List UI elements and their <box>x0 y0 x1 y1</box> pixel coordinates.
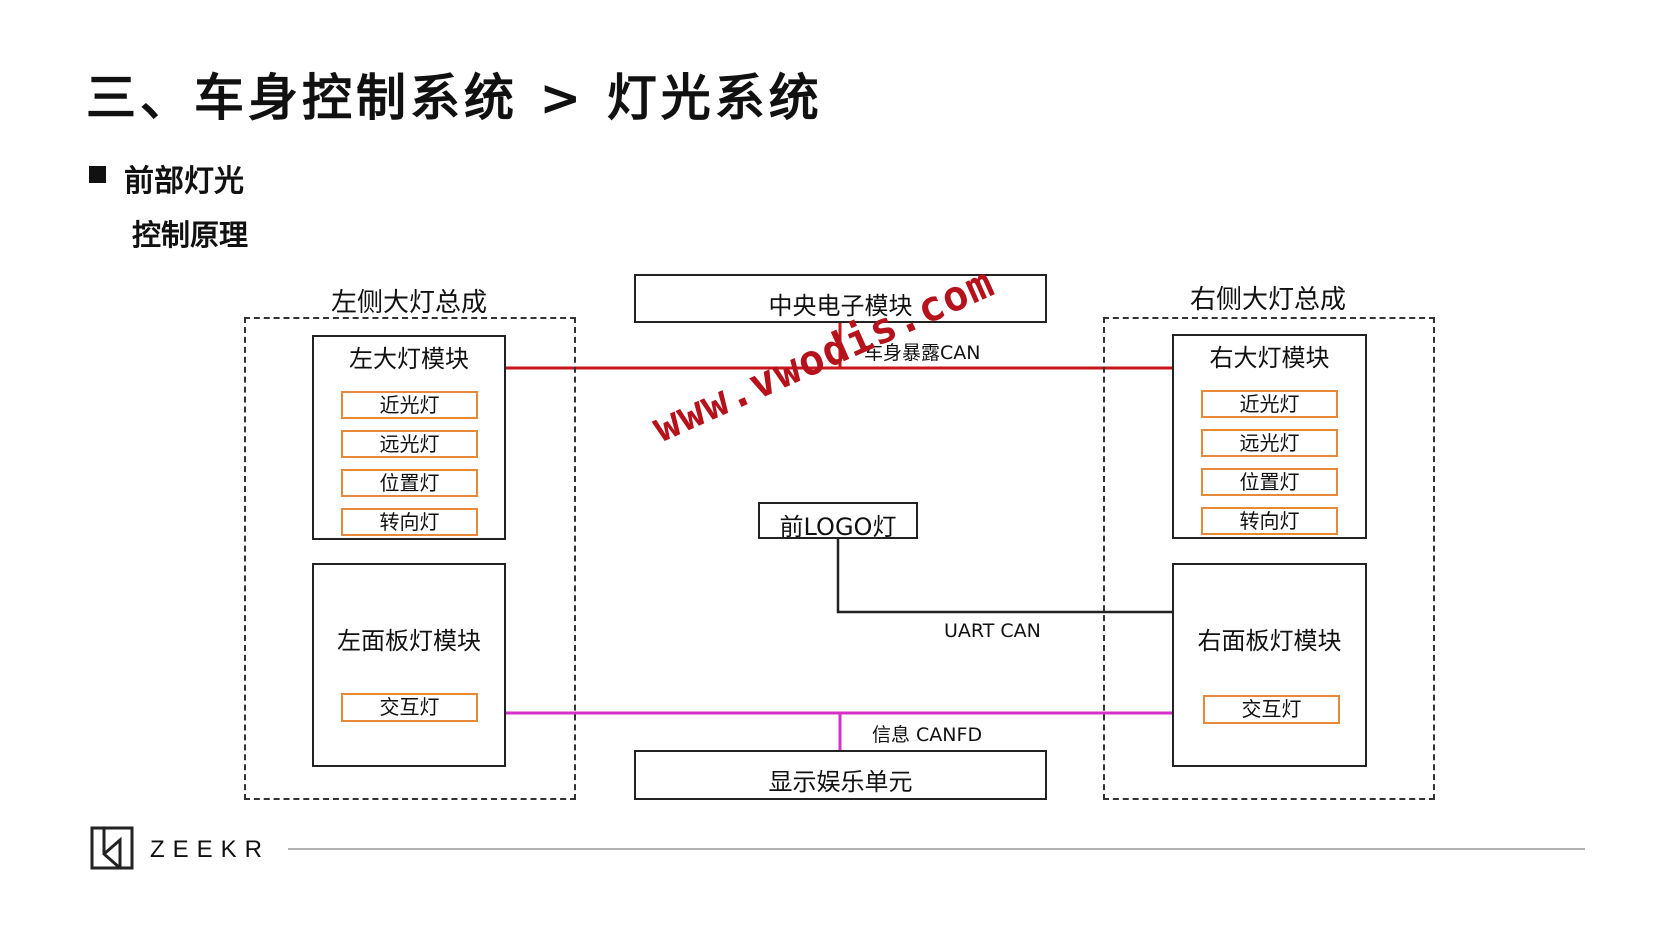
left-turn-lamp: 转向灯 <box>341 508 478 536</box>
central-electronic-module-title: 中央电子模块 <box>768 292 913 320</box>
zeekr-logo-icon <box>90 826 134 870</box>
front-logo-lamp: 前LOGO灯 <box>758 502 918 541</box>
uart-can-line <box>836 537 1172 614</box>
right-panel-lamp-module: 右面板灯模块 交互灯 <box>1172 563 1367 767</box>
left-panel-lamp-module: 左面板灯模块 交互灯 <box>312 563 506 767</box>
left-headlamp-module-title: 左大灯模块 <box>349 345 469 373</box>
right-assembly-frame <box>1103 317 1435 800</box>
right-assembly-title: 右侧大灯总成 <box>1189 285 1346 315</box>
left-high-beam-lamp: 远光灯 <box>341 430 478 458</box>
left-panel-lamp-module-title: 左面板灯模块 <box>337 627 481 655</box>
left-position-lamp: 位置灯 <box>341 469 478 497</box>
info-canfd-label: 信息 CANFD <box>872 724 983 746</box>
right-high-beam-lamp: 远光灯 <box>1201 429 1338 457</box>
front-logo-lamp-title: 前LOGO灯 <box>779 513 897 541</box>
central-electronic-module: 中央电子模块 <box>634 274 1047 323</box>
bullet-icon <box>89 166 106 183</box>
subsection-title: 控制原理 <box>132 218 249 252</box>
left-headlamp-module: 左大灯模块 近光灯 远光灯 位置灯 转向灯 <box>312 335 506 540</box>
right-interaction-lamp: 交互灯 <box>1203 695 1340 724</box>
brand-name: ZEEKR <box>150 836 271 863</box>
right-headlamp-module-title: 右大灯模块 <box>1209 344 1330 372</box>
infotainment-unit: 显示娱乐单元 <box>634 750 1047 800</box>
page-title: 三、车身控制系统 > 灯光系统 <box>86 69 823 127</box>
right-panel-lamp-module-title: 右面板灯模块 <box>1197 627 1342 655</box>
left-assembly-title: 左侧大灯总成 <box>330 288 487 318</box>
right-position-lamp: 位置灯 <box>1201 468 1338 496</box>
left-assembly-frame <box>244 317 576 800</box>
right-headlamp-module: 右大灯模块 近光灯 远光灯 位置灯 转向灯 <box>1172 334 1367 539</box>
right-low-beam-lamp: 近光灯 <box>1201 390 1338 418</box>
left-low-beam-lamp: 近光灯 <box>341 391 478 419</box>
infotainment-unit-title: 显示娱乐单元 <box>768 768 913 796</box>
body-can-label: 车身暴露CAN <box>864 342 981 364</box>
left-interaction-lamp: 交互灯 <box>341 693 478 722</box>
uart-can-label: UART CAN <box>944 620 1041 642</box>
right-turn-lamp: 转向灯 <box>1201 507 1338 535</box>
section-title: 前部灯光 <box>124 164 244 199</box>
